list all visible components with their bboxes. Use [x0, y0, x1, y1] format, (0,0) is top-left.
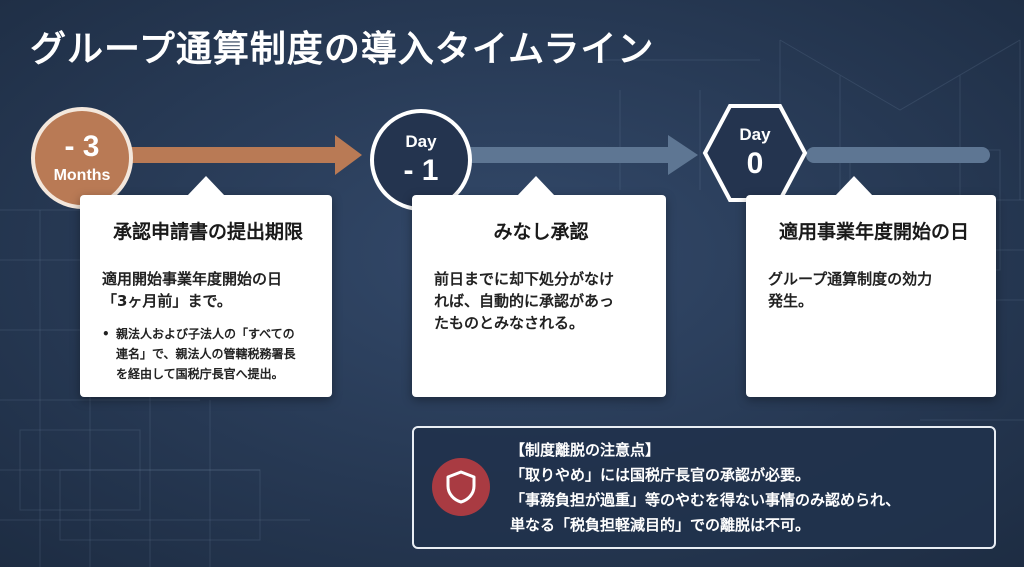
milestone-2-body-line: 前日までに却下処分がなけ	[434, 270, 615, 288]
milestone-3-body-line: グループ通算制度の効力	[768, 270, 933, 288]
note-text: 【制度離脱の注意点】 「取りやめ」には国税庁長官の承認が必要。 「事務負担が過重…	[510, 438, 986, 538]
milestone-2-card-body: 前日までに却下処分がなけ れば、自動的に承認があっ たものとみなされる。	[434, 268, 648, 334]
milestone-1-card-body: 適用開始事業年度開始の日 「3ヶ月前」まで。	[102, 268, 314, 312]
milestone-1-main: - 3	[64, 130, 100, 163]
milestone-1-bullet-line: を経由して国税庁長官へ提出。	[116, 367, 284, 381]
milestone-1-card-title: 承認申請書の提出期限	[112, 221, 303, 243]
milestone-1-bullet-line: 連名」で、親法人の管轄税務署長	[116, 347, 296, 361]
milestone-3-card-body: グループ通算制度の効力 発生。	[768, 268, 980, 312]
milestone-1-bullet-line: 親法人および子法人の「すべての	[116, 327, 295, 341]
bullet-dot: •	[102, 327, 110, 341]
segment-1-arrowhead	[335, 135, 362, 175]
milestone-3-card: 適用事業年度開始の日 グループ通算制度の効力 発生。	[746, 176, 996, 397]
milestone-2-card: みなし承認 前日までに却下処分がなけ れば、自動的に承認があっ たものとみなされ…	[412, 176, 666, 397]
note-line: 単なる「税負担軽減目的」での離脱は不可。	[510, 516, 811, 534]
milestone-1-node: - 3 Months	[31, 107, 133, 209]
milestone-2-body-line: れば、自動的に承認があっ	[434, 292, 615, 310]
milestone-2-main: - 1	[403, 154, 439, 187]
segment-1-bar	[125, 147, 340, 163]
milestone-1-bullet: • 親法人および子法人の「すべての 連名」で、親法人の管轄税務署長 を経由して国…	[102, 324, 314, 384]
segment-3-bar	[806, 147, 990, 163]
note-line: 「取りやめ」には国税庁長官の承認が必要。	[510, 466, 811, 484]
milestone-3-body-line: 発生。	[768, 292, 814, 310]
milestone-3-sub: Day	[739, 125, 771, 144]
milestone-1-body-line: 「3ヶ月前」まで。	[102, 292, 232, 310]
milestone-1-card: 承認申請書の提出期限 適用開始事業年度開始の日 「3ヶ月前」まで。 • 親法人お…	[80, 176, 332, 397]
note-heading: 【制度離脱の注意点】	[510, 441, 661, 459]
milestone-3-main: 0	[746, 147, 764, 180]
milestone-1-body-line: 適用開始事業年度開始の日	[102, 270, 283, 288]
milestone-1-sub: Months	[53, 167, 111, 184]
withdrawal-note-box: 【制度離脱の注意点】 「取りやめ」には国税庁長官の承認が必要。 「事務負担が過重…	[412, 426, 996, 549]
segment-2-bar	[462, 147, 674, 163]
page-title: グループ通算制度の導入タイムライン	[30, 29, 655, 70]
shield-icon	[432, 458, 490, 516]
milestone-3-node: Day 0	[702, 100, 808, 206]
milestone-2-sub: Day	[405, 132, 437, 151]
segment-2-arrowhead	[668, 135, 698, 175]
milestone-3-card-title: 適用事業年度開始の日	[778, 221, 969, 243]
milestone-2-card-title: みなし承認	[493, 221, 589, 243]
note-line: 「事務負担が過重」等のやむを得ない事情のみ認められ、	[510, 491, 901, 509]
milestone-2-body-line: たものとみなされる。	[434, 314, 585, 332]
